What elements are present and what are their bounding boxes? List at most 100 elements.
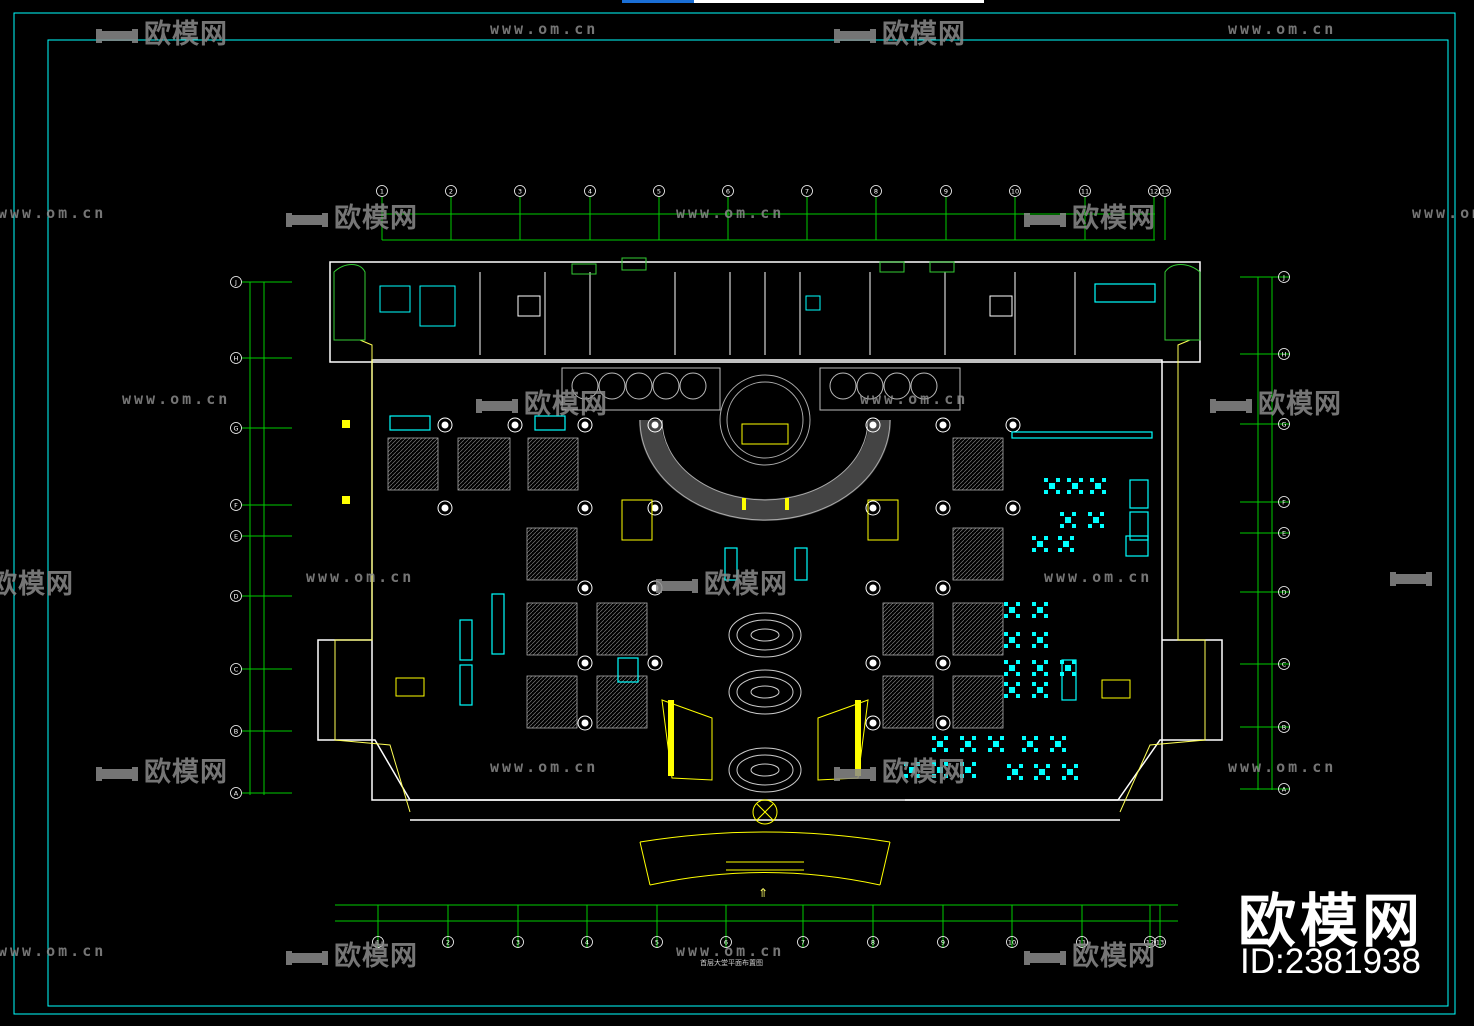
planters	[333, 257, 1201, 341]
model-id: ID:2381938	[1240, 942, 1421, 981]
sofa-icon	[286, 205, 328, 227]
axis-bubble	[1278, 348, 1290, 360]
watermark-brand: 欧模网	[144, 19, 228, 50]
axis-bubble	[514, 185, 526, 197]
sofa-icon	[1024, 943, 1066, 965]
axis-bubble	[230, 276, 242, 288]
axis-bubble	[445, 185, 457, 197]
sofa-icon	[834, 21, 876, 43]
watermark-brand: 欧模网	[1258, 389, 1342, 420]
axis-label: 2	[449, 188, 453, 196]
watermark-url: www.om.cn	[490, 20, 599, 38]
axis-label: B	[234, 728, 238, 736]
column	[935, 580, 951, 596]
axis-bubble	[372, 936, 384, 948]
floor-tile	[527, 437, 579, 491]
column-core	[869, 659, 877, 667]
axis-bubble	[653, 185, 665, 197]
watermark-logo: 欧模网	[476, 382, 608, 421]
north-arrow-icon: ⇑	[758, 886, 769, 900]
seating-set	[1062, 764, 1078, 780]
column	[437, 500, 453, 516]
sofa-icon	[1390, 564, 1432, 586]
column-core	[441, 504, 449, 512]
axis-label: 7	[801, 939, 805, 947]
furniture-block	[794, 547, 808, 581]
axis-marker: J	[1240, 271, 1290, 283]
floor-tile	[526, 602, 578, 656]
axis-label: A	[234, 790, 239, 798]
axis-label: 9	[944, 188, 948, 196]
seating-set	[1004, 682, 1020, 698]
active-tab-indicator[interactable]	[622, 0, 694, 3]
floor-tile	[596, 602, 648, 656]
column	[865, 580, 881, 596]
axis-label: F	[1282, 499, 1286, 507]
axis-marker: F	[1240, 496, 1290, 508]
seating-set	[1088, 512, 1104, 528]
axis-bubble	[720, 936, 732, 948]
axis-label: E	[234, 533, 238, 541]
axis-bubble	[230, 499, 242, 511]
axis-label: F	[234, 502, 238, 510]
axis-bubble	[442, 936, 454, 948]
column	[647, 655, 663, 671]
column-core	[1009, 504, 1017, 512]
axis-label: G	[233, 425, 238, 433]
watermark-logo: 欧模网	[834, 12, 966, 51]
seating-set	[1050, 736, 1066, 752]
yellow-accents	[342, 420, 861, 776]
axis-marker: B	[230, 725, 292, 737]
seating-set	[1044, 478, 1060, 494]
axis-label: 6	[724, 939, 728, 947]
entrance-canopy	[639, 799, 891, 886]
axis-bubble	[1079, 185, 1091, 197]
column-core	[1009, 421, 1017, 429]
watermark-logo: 欧模网	[1024, 934, 1156, 973]
watermark-logo: 欧模网	[1210, 382, 1342, 421]
floor-tile	[952, 527, 1004, 581]
axis-marker: 12	[1144, 905, 1156, 948]
floor-tile	[952, 437, 1004, 491]
axis-bubble	[1009, 185, 1021, 197]
axis-bubble	[870, 185, 882, 197]
axis-bubble	[1278, 658, 1290, 670]
axis-label: 13	[1161, 188, 1169, 196]
column-core	[939, 659, 947, 667]
axis-label: J	[234, 279, 237, 287]
axis-marker: 7	[797, 905, 809, 948]
watermark-url: www.om.cn	[1044, 568, 1153, 586]
central-rotunda	[639, 374, 891, 521]
axis-label: A	[1282, 786, 1287, 794]
axis-label: B	[1282, 724, 1286, 732]
axis-label: 2	[446, 939, 450, 947]
sofa-icon	[656, 571, 698, 593]
furniture-block	[1125, 535, 1149, 557]
furniture-block	[459, 619, 473, 661]
watermark-url: www.om.cn	[676, 942, 785, 960]
axis-marker: 10	[1009, 185, 1021, 240]
axis-bubble	[722, 185, 734, 197]
watermark-url: www.om.cn	[0, 204, 107, 222]
seating-set	[1004, 660, 1020, 676]
sofa-icon	[286, 943, 328, 965]
axis-label: C	[1282, 661, 1287, 669]
axis-label: 4	[588, 188, 592, 196]
axis-marker: 3	[512, 905, 524, 948]
axis-marker: D	[230, 590, 292, 602]
axis-marker: 13	[1154, 905, 1166, 948]
seating-set	[1058, 536, 1074, 552]
watermark-brand: 欧模网	[334, 941, 418, 972]
column	[935, 500, 951, 516]
seating-set	[1032, 536, 1048, 552]
watermark-brand: 欧模网	[704, 569, 788, 600]
axis-marker: 11	[1076, 905, 1088, 948]
seating-set	[932, 762, 948, 778]
outer-terrace-lines	[334, 339, 1206, 813]
window-tab-bar[interactable]	[622, 0, 984, 3]
axis-marker: 8	[870, 185, 882, 240]
structural-columns	[437, 417, 1021, 731]
watermark-logo: 欧模网	[286, 196, 418, 235]
